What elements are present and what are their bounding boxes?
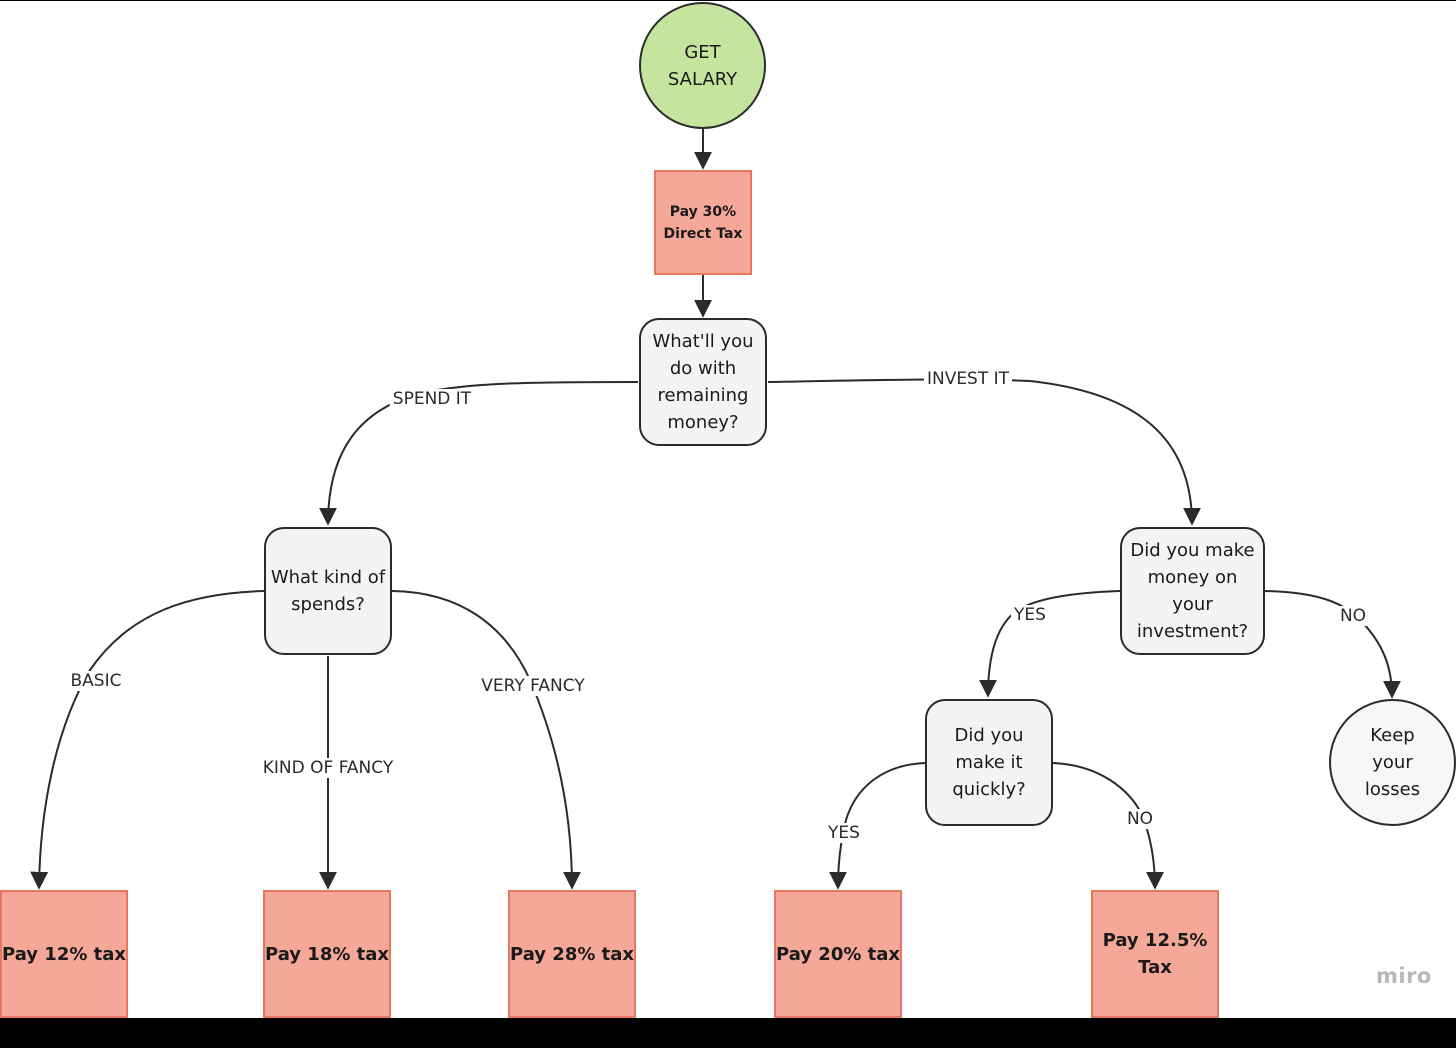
direct-tax-node[interactable]: Pay 30% Direct Tax (654, 170, 752, 275)
keep-losses-label: Keep your losses (1364, 725, 1421, 800)
tax-28-node[interactable]: Pay 28% tax (508, 890, 636, 1018)
edge-label-invest-it: INVEST IT (923, 369, 1013, 389)
edge-label-spend-it: SPEND IT (389, 389, 475, 409)
tax-20-label: Pay 20% tax (776, 943, 901, 965)
top-border (0, 0, 1456, 1)
edge-invest-no (1264, 590, 1401, 699)
edge-spend-it (319, 381, 639, 526)
quick-decision-node[interactable]: Did you make it quickly? (925, 699, 1053, 826)
money-decision-label: What'll you do with remaining money? (652, 331, 754, 433)
tax-28-label: Pay 28% tax (510, 943, 635, 965)
edge-very-fancy (391, 590, 581, 890)
miro-watermark: miro (1376, 964, 1432, 988)
tax-20-node[interactable]: Pay 20% tax (774, 890, 902, 1018)
spends-decision-node[interactable]: What kind of spends? (264, 527, 392, 655)
tax-18-label: Pay 18% tax (265, 943, 390, 965)
edge-label-very-fancy: VERY FANCY (478, 676, 588, 696)
edge-label-basic: BASIC (67, 671, 125, 691)
tax-12-5-label: Pay 12.5% Tax (1102, 930, 1208, 978)
money-decision-node[interactable]: What'll you do with remaining money? (639, 318, 767, 446)
edge-label-quick-no: NO (1123, 809, 1157, 829)
keep-losses-node[interactable]: Keep your losses (1329, 699, 1456, 826)
tax-12-label: Pay 12% tax (2, 943, 127, 965)
edge-label-kind-of-fancy: KIND OF FANCY (259, 758, 397, 778)
edge-quick-yes (829, 762, 926, 890)
edge-label-invest-no: NO (1336, 606, 1370, 626)
spends-decision-label: What kind of spends? (270, 567, 386, 615)
edge-basic (30, 590, 265, 890)
investment-decision-label: Did you make money on your investment? (1130, 540, 1255, 642)
bottom-black-bar (0, 1018, 1456, 1048)
investment-decision-node[interactable]: Did you make money on your investment? (1120, 527, 1265, 655)
edge-invest-yes (979, 590, 1121, 698)
edge-invest-it (767, 378, 1201, 526)
start-node[interactable]: GET SALARY (639, 2, 766, 129)
edge-label-quick-yes: YES (825, 823, 863, 843)
tax-18-node[interactable]: Pay 18% tax (263, 890, 391, 1018)
direct-tax-label: Pay 30% Direct Tax (663, 203, 743, 242)
start-node-label: GET SALARY (667, 41, 738, 90)
tax-12-5-node[interactable]: Pay 12.5% Tax (1091, 890, 1219, 1018)
tax-12-node[interactable]: Pay 12% tax (0, 890, 128, 1018)
edge-label-invest-yes: YES (1011, 605, 1049, 625)
quick-decision-label: Did you make it quickly? (952, 725, 1026, 800)
